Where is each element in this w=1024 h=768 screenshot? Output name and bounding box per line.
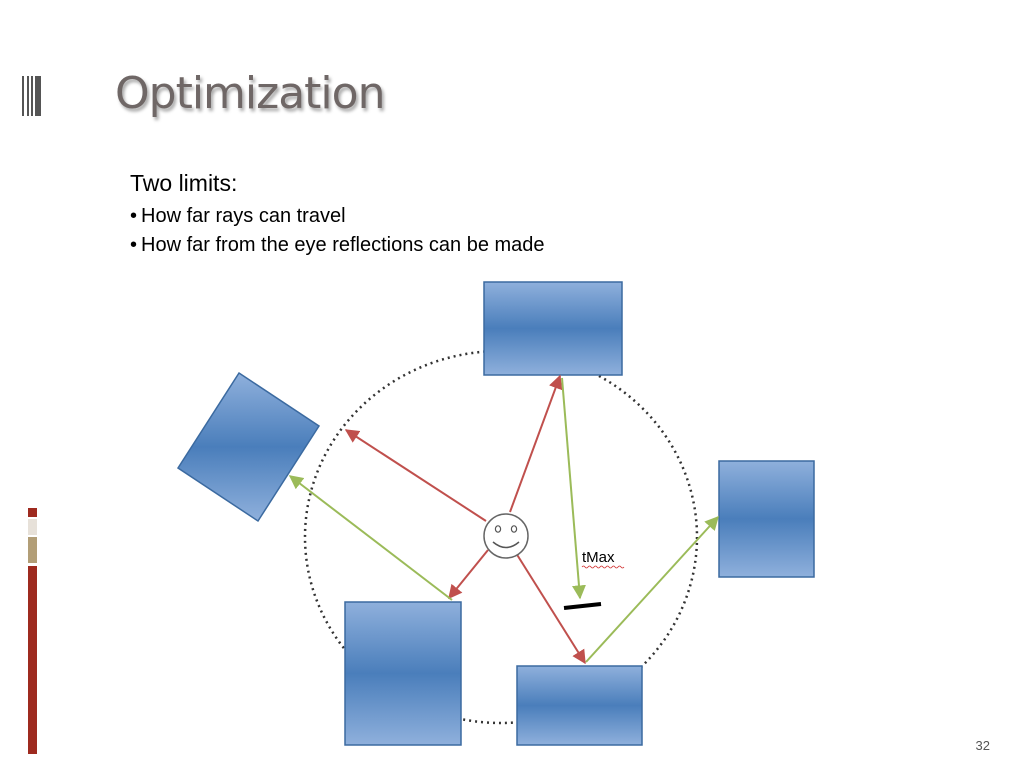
page-number: 32 xyxy=(975,738,990,753)
bullet-item: •How far from the eye reflections can be… xyxy=(130,234,545,257)
accent-bar-long xyxy=(28,566,37,754)
slide-title: Optimization xyxy=(115,68,385,119)
tmax-boundary-circle xyxy=(303,349,699,725)
eye-smiley-icon xyxy=(483,513,529,559)
accent-bar-top xyxy=(28,508,37,517)
box-bottom-right xyxy=(516,665,643,746)
accent-bar-light xyxy=(28,519,37,535)
red-ray xyxy=(509,374,563,513)
bullet-label: How far rays can travel xyxy=(141,205,346,227)
intro-text: Two limits: xyxy=(130,170,238,196)
tmax-label: tMax xyxy=(582,549,615,566)
tmax-underline xyxy=(581,565,625,569)
red-ray xyxy=(515,552,586,665)
box-rotated-left xyxy=(176,371,321,523)
bullet-icon: • xyxy=(130,234,138,256)
red-ray xyxy=(448,549,489,600)
bullet-label: How far from the eye reflections can be … xyxy=(141,234,545,256)
tmax-bar xyxy=(563,602,602,610)
green-ray xyxy=(561,377,586,600)
accent-bar-tan xyxy=(28,537,37,563)
box-top xyxy=(483,281,623,376)
box-right xyxy=(718,460,815,578)
title-lines-icon xyxy=(22,76,41,116)
slide-body: Two limits: •How far rays can travel •Ho… xyxy=(130,170,545,263)
green-ray xyxy=(585,515,719,663)
box-bottom-left xyxy=(344,601,462,746)
bullet-icon: • xyxy=(130,205,138,227)
green-ray xyxy=(288,475,453,601)
bullet-item: •How far rays can travel xyxy=(130,205,545,228)
red-ray xyxy=(344,429,487,522)
